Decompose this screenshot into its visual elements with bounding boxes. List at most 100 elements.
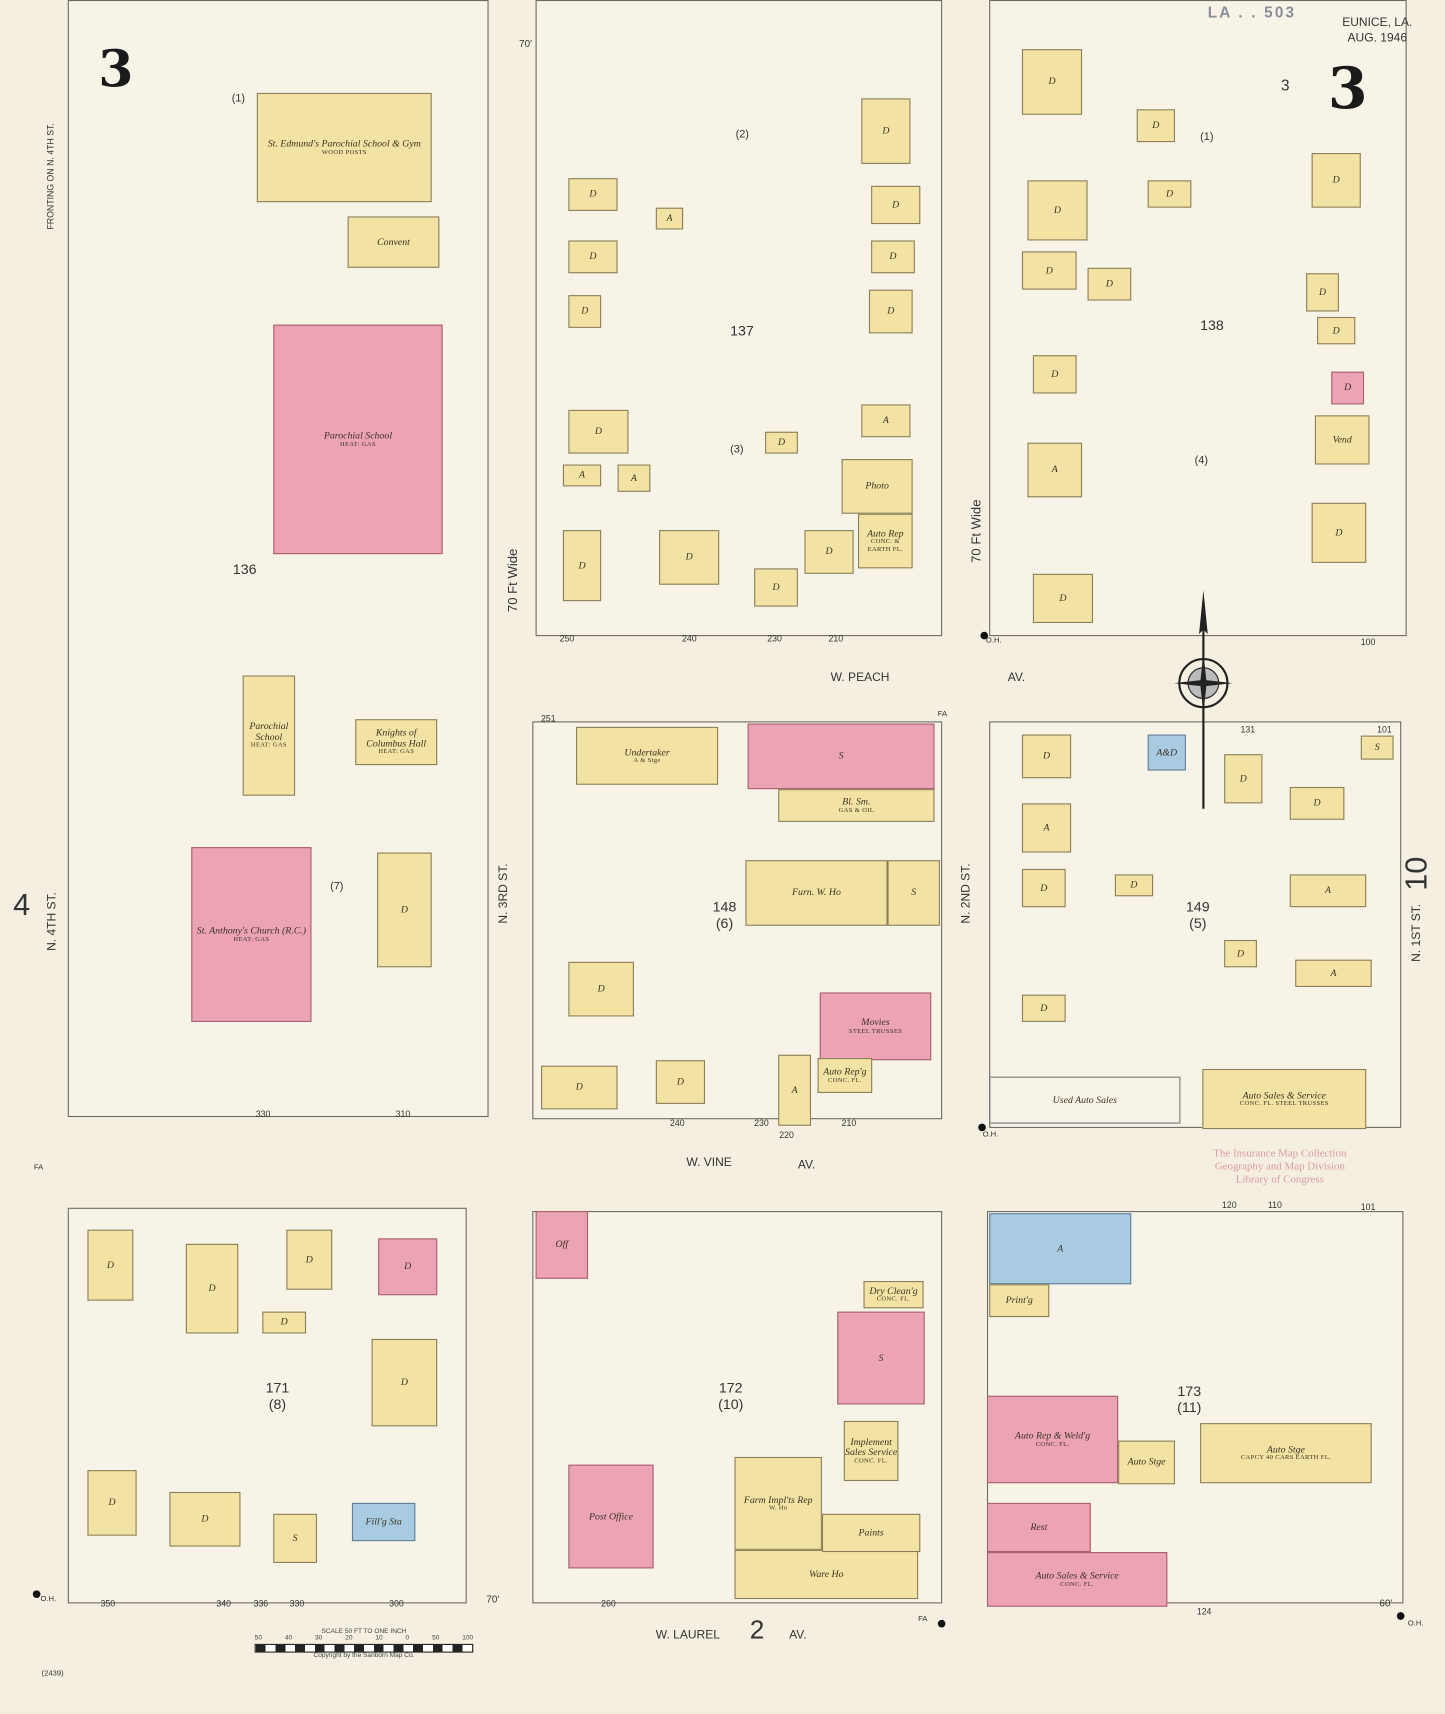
- building: A: [778, 1054, 812, 1126]
- overhead-line-mark: O.H.: [1407, 1619, 1424, 1628]
- building-label: D: [676, 1075, 684, 1087]
- building-label: D: [1051, 368, 1059, 380]
- house-number: 330: [255, 1109, 271, 1120]
- building: D: [1021, 251, 1077, 290]
- house-number: 124: [1196, 1606, 1212, 1617]
- building-label: D: [581, 305, 589, 317]
- building: Rest: [986, 1502, 1091, 1553]
- block-sub-number: (10): [718, 1395, 744, 1413]
- building-label: A&D: [1156, 746, 1178, 758]
- building-label: D: [106, 1258, 114, 1270]
- overhead-line-mark: O.H.: [40, 1595, 57, 1604]
- building: D: [169, 1491, 241, 1547]
- building-label: S: [838, 750, 844, 762]
- building: D: [568, 178, 618, 211]
- building-note: CONC. FL.: [828, 1077, 862, 1084]
- block-number-text: 137: [730, 322, 754, 339]
- building-label: D: [1332, 174, 1340, 186]
- house-number: 310: [395, 1109, 411, 1120]
- building-label: Fill'g Sta: [365, 1515, 402, 1527]
- block-sub-number: (6): [715, 914, 734, 932]
- building-note: W. Ho: [768, 1505, 788, 1512]
- building-label: Auto Stge: [1266, 1443, 1305, 1455]
- building: D: [1027, 180, 1088, 241]
- adjacent-sheet-number: 2: [749, 1615, 765, 1645]
- fire-alarm-mark: FA: [918, 1615, 928, 1624]
- street-name: W. VINE: [686, 1156, 732, 1170]
- house-number: 240: [682, 633, 697, 644]
- block-number-text: 138: [1200, 316, 1224, 334]
- overhead-line-dot-icon: [32, 1590, 41, 1598]
- building: D: [568, 240, 618, 274]
- building-label: D: [400, 1376, 408, 1388]
- building: D: [568, 295, 602, 328]
- building: A: [617, 464, 651, 492]
- building: D: [562, 530, 602, 602]
- building-label: Bl. Sm.: [842, 795, 871, 807]
- block-number: 137: [730, 322, 754, 338]
- marker: (1): [231, 92, 246, 105]
- fire-alarm-mark: FA: [937, 710, 948, 719]
- building: D: [1114, 874, 1154, 897]
- building: Fill'g Sta: [351, 1502, 416, 1542]
- overhead-line-dot-icon: [980, 631, 989, 640]
- building-note: CONC. FL.: [1035, 1441, 1070, 1448]
- building: D: [804, 530, 854, 574]
- building: S: [887, 860, 940, 926]
- street-width: 70 Ft Wide: [968, 499, 984, 563]
- building-label: D: [1313, 797, 1321, 809]
- building: D: [371, 1338, 438, 1427]
- building: D: [1032, 573, 1093, 624]
- building-label: D: [1335, 526, 1343, 538]
- building: S: [1360, 735, 1394, 760]
- building-label: Furn. W. Ho: [792, 886, 841, 898]
- fronting-note: FRONTING ON N. 4TH ST.: [45, 123, 56, 230]
- marker: (3): [730, 443, 744, 456]
- building-note: HEAT: GAS: [378, 749, 415, 756]
- building: St. Anthony's Church (R.C.)HEAT: GAS: [191, 847, 312, 1022]
- building-label: Parochial School: [323, 429, 393, 441]
- street-name: W. PEACH: [830, 671, 890, 685]
- overhead-line-dot-icon: [937, 1619, 946, 1628]
- building: D: [1021, 734, 1072, 779]
- building-label: D: [1059, 592, 1067, 604]
- dimension: 70': [486, 1593, 500, 1605]
- house-number: 300: [389, 1599, 404, 1609]
- building-label: St. Edmund's Parochial School & Gym: [267, 137, 421, 149]
- block-sub-number: (8): [268, 1395, 287, 1413]
- building-label: D: [280, 1316, 288, 1328]
- building-label: S: [1374, 741, 1380, 753]
- building-label: S: [878, 1351, 884, 1363]
- building-label: D: [882, 124, 890, 136]
- building: D: [1289, 786, 1345, 820]
- building-label: D: [1239, 772, 1247, 784]
- building-label: A: [1330, 967, 1337, 978]
- block-number: 173(11): [1177, 1383, 1201, 1416]
- building: D: [1224, 754, 1263, 804]
- building: D: [765, 431, 798, 454]
- house-number: 210: [841, 1118, 857, 1128]
- building-label: Auto Sales & Service: [1035, 1569, 1119, 1581]
- map-date: AUG. 1946: [1347, 32, 1408, 46]
- map-title: EUNICE, LA. AUG. 1946: [1342, 15, 1412, 46]
- building: D: [1331, 371, 1365, 405]
- building-label: D: [305, 1253, 313, 1265]
- building: D: [1317, 316, 1356, 345]
- building: A: [655, 207, 684, 230]
- building: D: [1147, 180, 1192, 208]
- building-label: Print'g: [1005, 1294, 1033, 1306]
- building: D: [1021, 868, 1066, 908]
- block-number: 136: [233, 561, 257, 577]
- building: D: [87, 1229, 134, 1301]
- building-label: D: [208, 1282, 216, 1294]
- sheet-reference: LA . . 503: [1207, 3, 1297, 21]
- building-note: WOOD POSTS: [321, 149, 367, 156]
